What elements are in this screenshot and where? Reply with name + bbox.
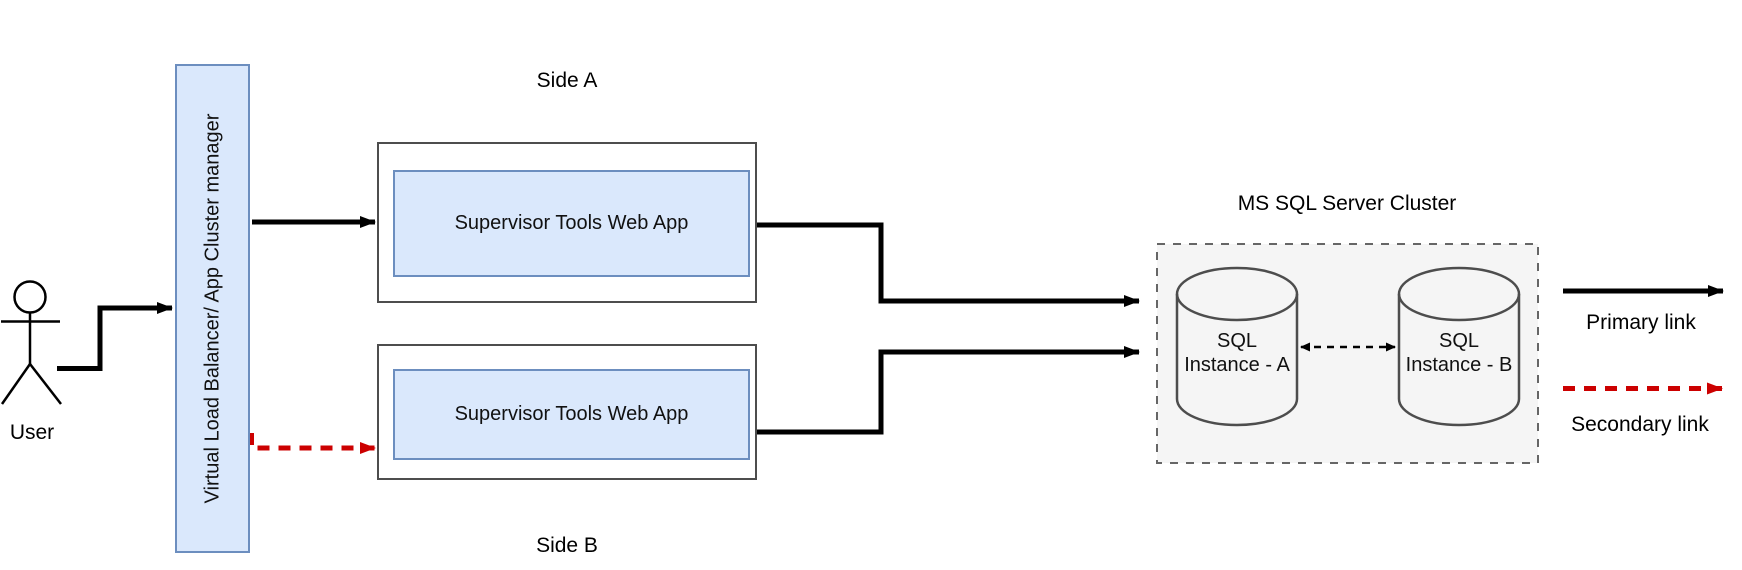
side-a-web-app-label: Supervisor Tools Web App: [454, 212, 689, 234]
side-a-to-cluster-arrow: [757, 222, 1140, 307]
side-b-to-cluster-arrow: [757, 346, 1140, 435]
side-a-web-app-node: Supervisor Tools Web App: [393, 170, 750, 277]
user-actor-icon: [0, 280, 62, 405]
side-b-web-app-label: Supervisor Tools Web App: [454, 403, 689, 425]
legend-primary-link-label: Primary link: [1586, 311, 1696, 334]
load-balancer-label: Virtual Load Balancer/ App Cluster manag…: [201, 113, 223, 504]
user-label: User: [9, 421, 55, 444]
side-b-caption: Side B: [536, 534, 598, 557]
side-a-caption: Side A: [536, 69, 598, 92]
loadbalancer-to-side-b-arrow: [249, 433, 376, 454]
load-balancer-node: Virtual Load Balancer/ App Cluster manag…: [175, 64, 250, 553]
side-b-web-app-node: Supervisor Tools Web App: [393, 369, 750, 460]
sql-cluster-title: MS SQL Server Cluster: [1237, 192, 1457, 215]
sql-instance-b-label: SQL Instance - B: [1405, 330, 1513, 376]
user-to-loadbalancer-arrow: [57, 302, 173, 371]
sql-instance-a-label: SQL Instance - A: [1184, 330, 1290, 376]
legend-secondary-link-label: Secondary link: [1571, 413, 1709, 436]
sql-instance-b-cylinder-icon: [1397, 266, 1521, 427]
sql-instance-a-cylinder-icon: [1175, 266, 1299, 427]
